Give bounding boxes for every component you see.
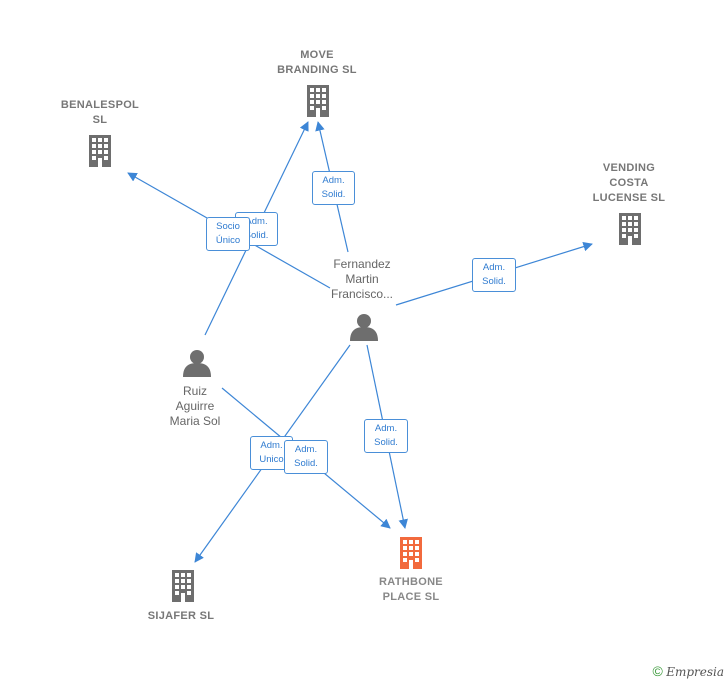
brand-name: Empresia [666,665,724,679]
copyright-icon: © [652,663,663,679]
edge-tag-socio-unico: Socio Único [206,217,250,251]
node-label-vending[interactable]: VENDING COSTA LUCENSE SL [592,162,666,204]
node-label-fernandez[interactable]: Fernandez Martin Francisco... [330,257,393,301]
edge-tag-adm-solid-vending: Adm. Solid. [472,258,516,292]
company-building-icon-move[interactable] [307,85,329,117]
company-building-icon-sijafer[interactable] [172,570,194,602]
edge-tag-adm-solid-rathbone-f: Adm. Solid. [364,419,408,453]
node-label-benalespol[interactable]: BENALESPOL SL [60,99,140,126]
company-building-icon-benalespol[interactable] [89,135,111,167]
company-building-icon-rathbone[interactable] [400,537,422,569]
company-building-icon-vending[interactable] [619,213,641,245]
edge-tag-adm-solid-rathbone-r: Adm. Solid. [284,440,328,474]
node-label-move-branding[interactable]: MOVE BRANDING SL [277,49,357,76]
footer-brand[interactable]: © Empresia [653,663,724,679]
node-label-rathbone[interactable]: RATHBONE PLACE SL [379,576,443,603]
node-label-sijafer[interactable]: SIJAFER SL [147,610,215,622]
person-icon-fernandez[interactable] [350,314,378,341]
person-icon-ruiz[interactable] [183,350,211,377]
edge-tag-adm-solid-move: Adm. Solid. [312,171,355,205]
node-label-ruiz[interactable]: Ruiz Aguirre Maria Sol [169,384,221,428]
